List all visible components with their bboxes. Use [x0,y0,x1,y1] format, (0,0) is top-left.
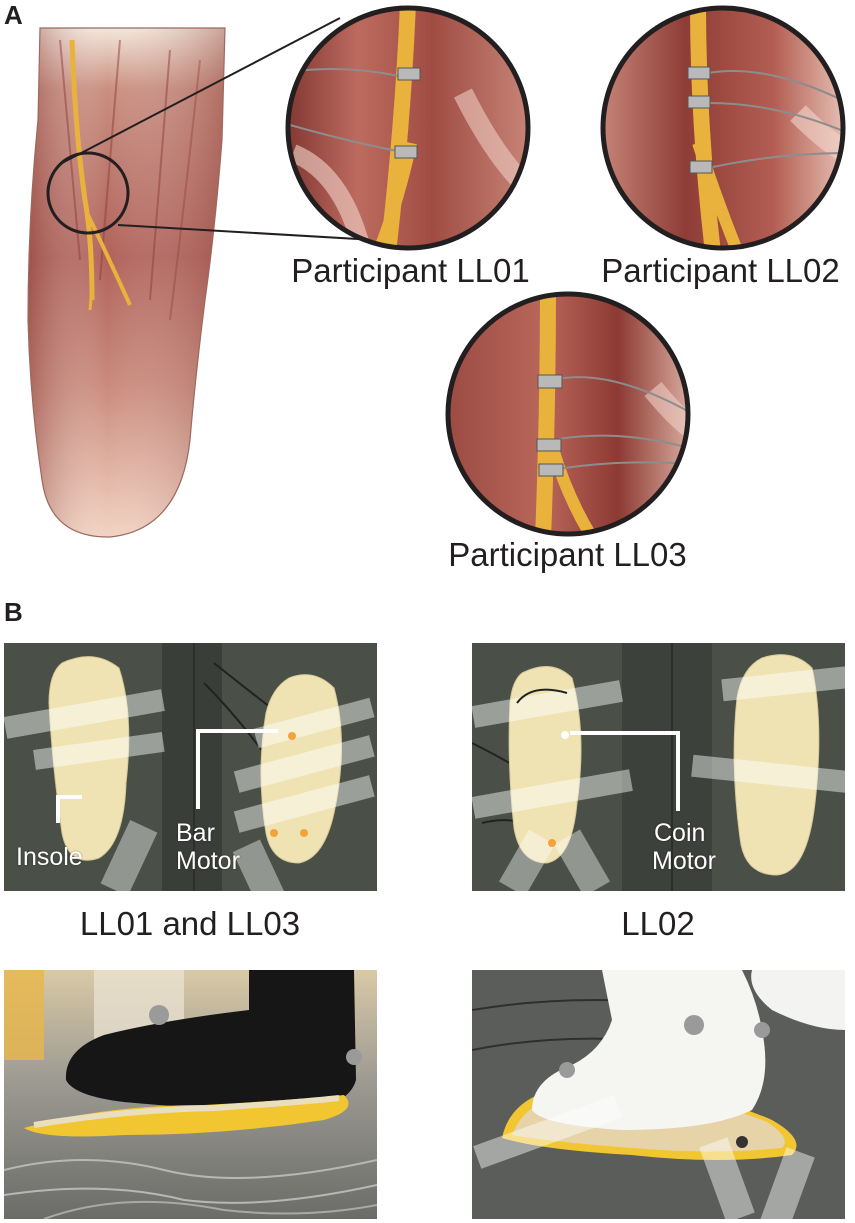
bar-motor-insole-photo: Insole Bar Motor [4,643,377,891]
coin-motor-insole-photo: Coin Motor [472,643,845,891]
inset-ll01-caption: Participant LL01 [291,252,530,289]
inset-ll02-illustration [600,5,846,251]
bar-motor-pointer-stem [196,729,200,809]
inset-ll02-caption: Participant LL02 [601,252,840,289]
white-sock-foot-photo [472,970,845,1219]
bar-motor-insole-drawing [4,643,377,891]
insole-label: Insole [16,843,83,871]
white-sock-foot-drawing [472,970,845,1219]
left-configuration-caption: LL01 and LL03 [79,905,301,942]
bar-motor-label-line1: Bar [176,819,215,847]
black-sock-foot-drawing [4,970,377,1219]
coin-motor-label-line1: Coin [654,819,706,847]
bar-motor-label-line2: Motor [176,847,240,875]
coin-motor-pointer-line [570,731,680,735]
zoom-connector-lines [61,17,376,241]
black-sock-foot-photo [4,970,377,1219]
coin-motor-insole-drawing [472,643,845,891]
right-configuration-caption: LL02 [621,905,695,942]
panel-b-letter: B [4,597,23,627]
inset-ll03-caption: Participant LL03 [448,536,687,573]
insole-pointer-stem [56,795,60,823]
insole-pointer-line [56,795,82,799]
panel-a-letter: A [4,0,23,30]
inset-ll03-illustration [445,291,691,537]
coin-motor-pointer-stem [676,731,680,811]
bar-motor-pointer-line [196,729,278,733]
coin-motor-label-line2: Motor [652,847,716,875]
inset-ll01-illustration [285,5,531,251]
